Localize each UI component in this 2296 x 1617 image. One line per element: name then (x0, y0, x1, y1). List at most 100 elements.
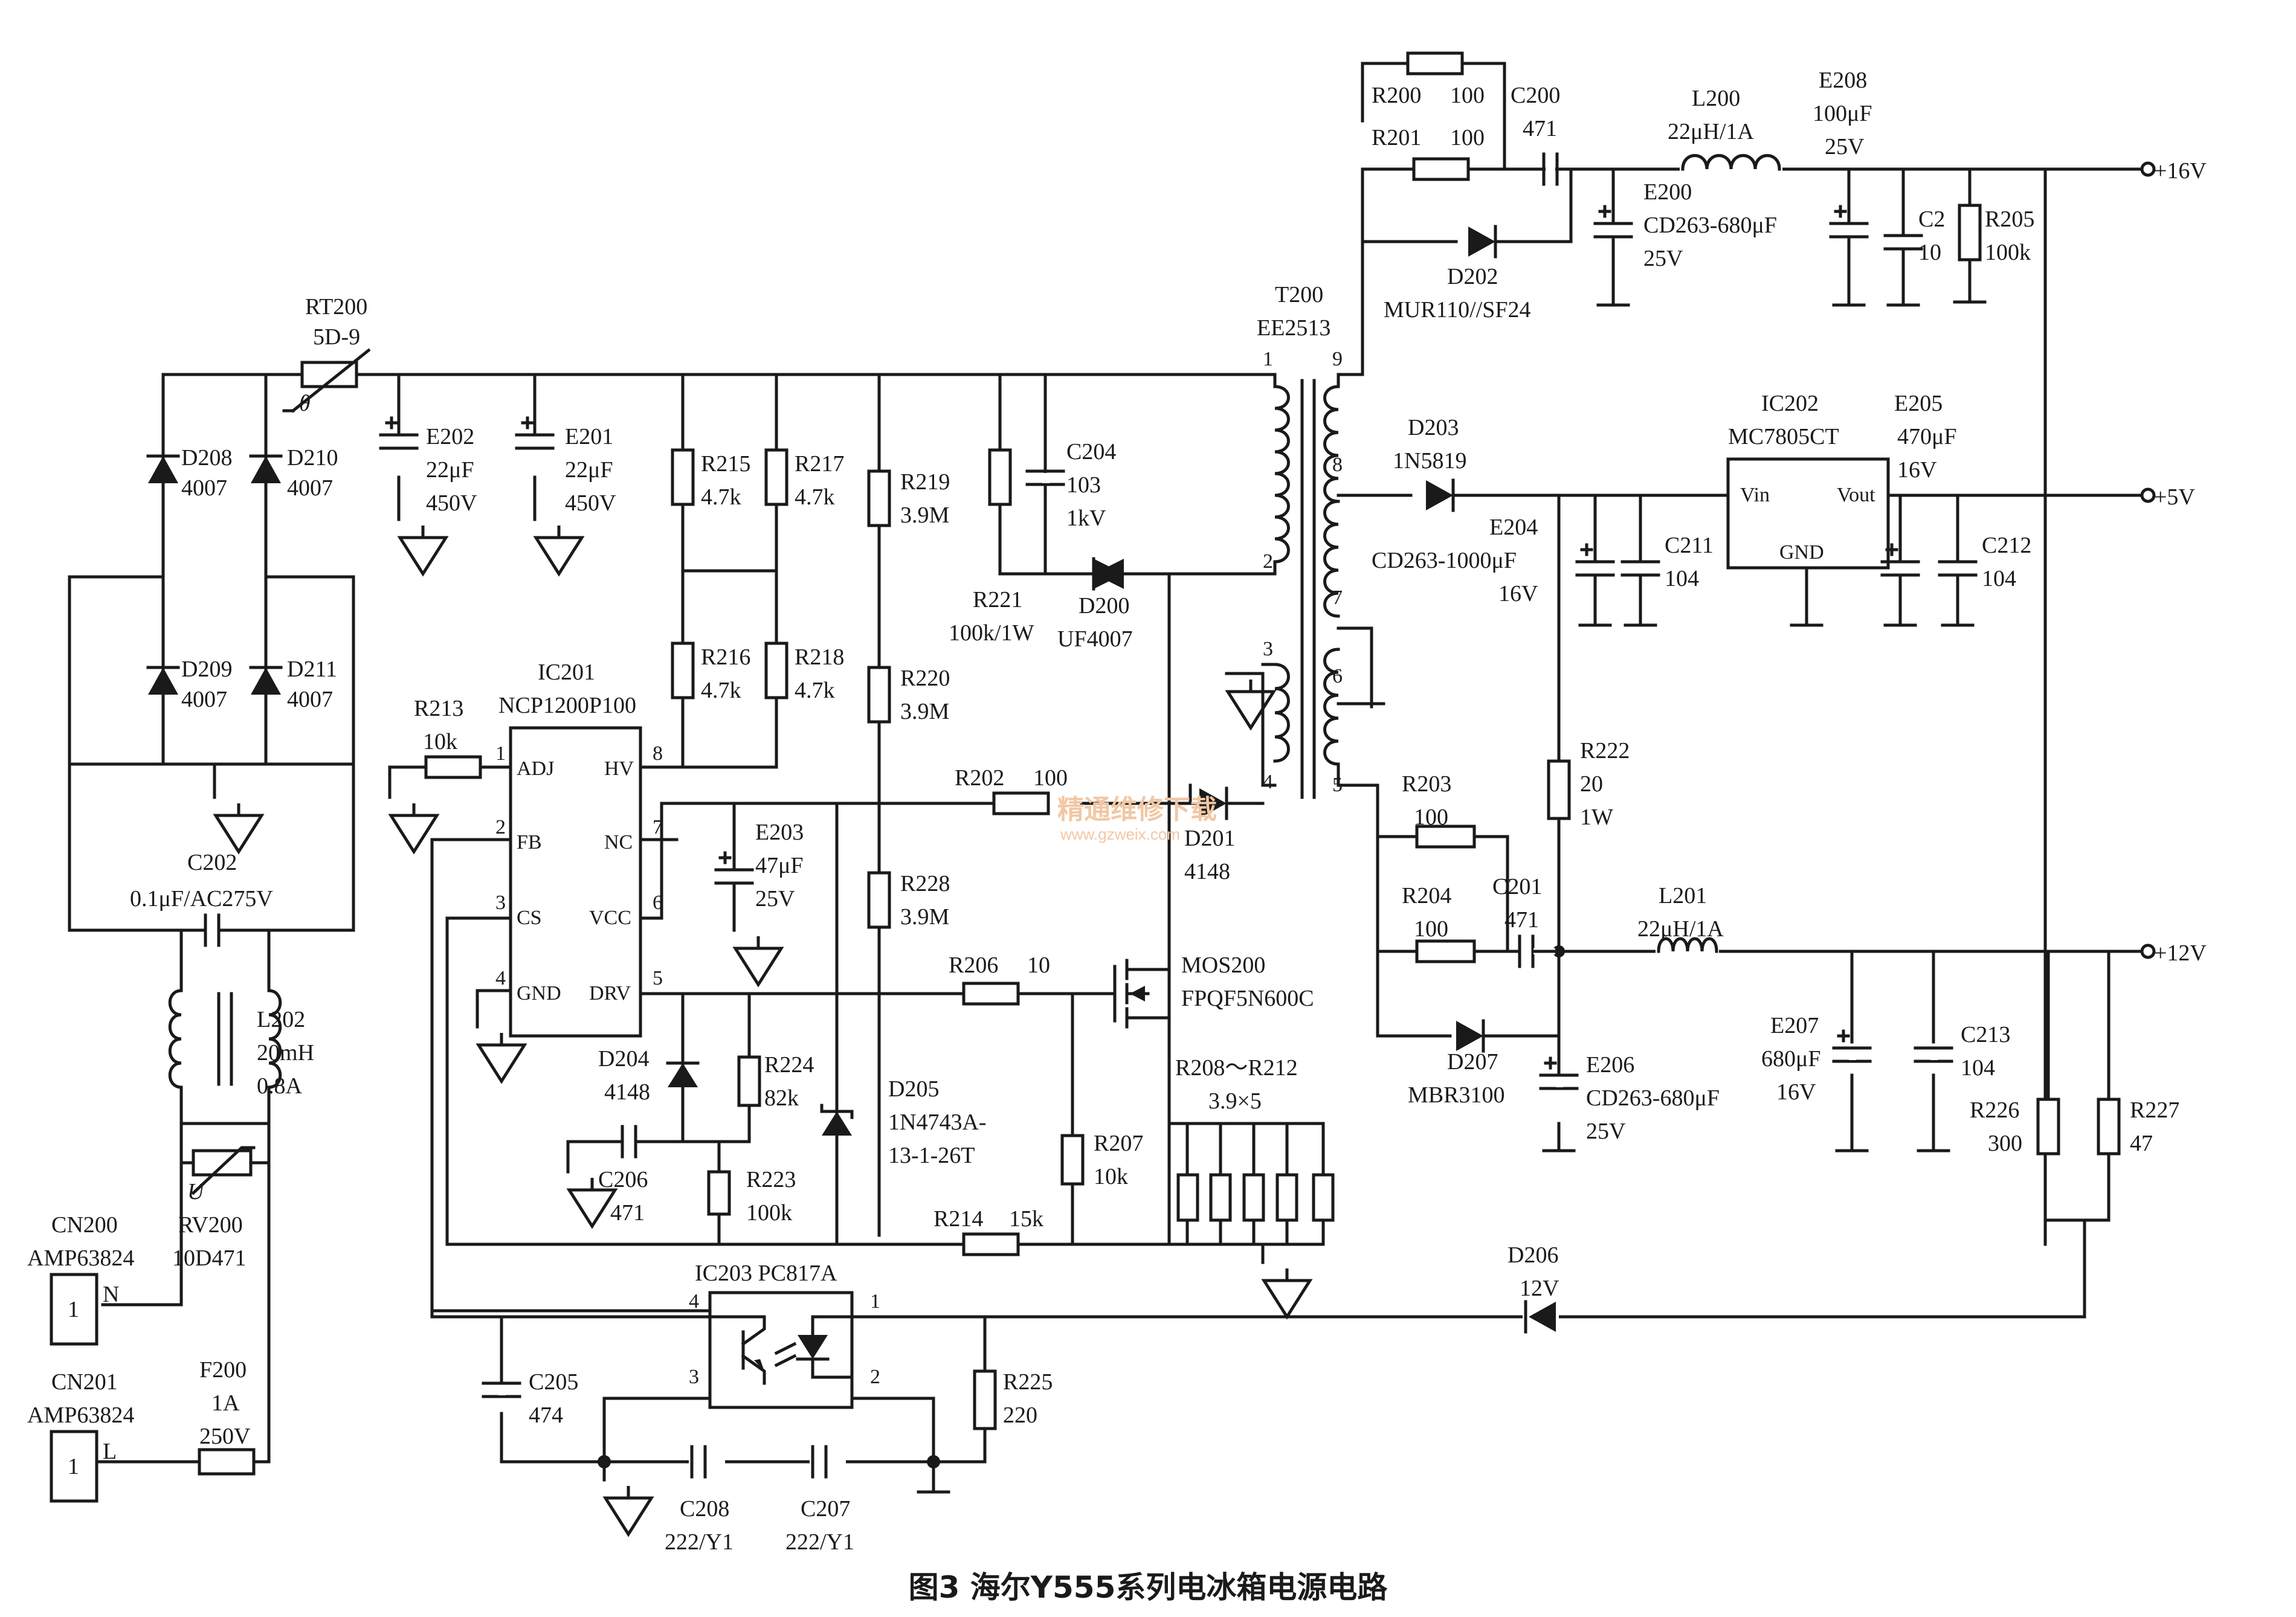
label-r202-ref: R202 (955, 765, 1004, 791)
cap-c207 (810, 1445, 846, 1479)
ground-symbol (605, 1486, 651, 1534)
resistor-r227 (2097, 1098, 2121, 1156)
label-r203-val: 100 (1414, 805, 1448, 830)
resistor-bank-r208-r212 (1176, 1122, 1335, 1246)
label-out-12v: +12V (2154, 940, 2207, 966)
label-c208-val: 222/Y1 (665, 1529, 734, 1555)
label-cn201-pin: 1 (68, 1454, 79, 1479)
label-rt200-theta: θ (299, 391, 311, 416)
label-d208-ref: D208 (181, 445, 232, 471)
label-r215-ref: R215 (701, 451, 750, 477)
label-e204-v1: CD263-1000μF (1372, 548, 1517, 573)
cap-e208 (1829, 191, 1869, 268)
inductor-l202 (168, 989, 282, 1089)
label-r201-ref: R201 (1372, 125, 1421, 150)
label-rt200-ref: RT200 (305, 294, 367, 320)
label-r220-ref: R220 (900, 666, 950, 691)
label-e203-v2: 25V (755, 886, 795, 911)
label-e206-ref: E206 (1586, 1052, 1634, 1078)
label-r223-val: 100k (746, 1200, 792, 1226)
pin-drv: DRV (589, 982, 631, 1005)
t200-pin-6: 6 (1332, 665, 1343, 687)
label-c205-ref: C205 (529, 1369, 578, 1395)
label-c213-val: 104 (1961, 1055, 1995, 1081)
resistor-r213 (424, 755, 482, 779)
diode-d203 (1426, 478, 1455, 512)
labels: RT200 5D-9 θ D208 4007 D210 4007 D209 40… (27, 68, 2207, 1555)
resistor-r200 (1406, 51, 1464, 76)
label-r208-ref: R208～R212 (1175, 1055, 1298, 1081)
label-r221-ref: R221 (973, 587, 1022, 612)
label-e200-v2: 25V (1643, 246, 1683, 271)
terminal-12v (2140, 944, 2156, 959)
mosfet-mos200 (1074, 820, 1171, 1125)
label-c204-v1: 103 (1066, 472, 1101, 498)
diode-d210 (249, 454, 283, 483)
label-c204-v2: 1kV (1066, 506, 1106, 531)
varistor-rv200 (179, 1146, 271, 1195)
label-c204-ref: C204 (1066, 439, 1116, 465)
label-mos200-ref: MOS200 (1181, 953, 1265, 978)
label-e203-ref: E203 (755, 820, 804, 845)
c205-gap (498, 1385, 506, 1395)
label-e202-v1: 22μF (426, 457, 474, 483)
label-r207-val: 10k (1094, 1164, 1128, 1189)
label-d202-ref: D202 (1447, 264, 1498, 289)
ground-symbol (479, 1033, 524, 1081)
diode-d202 (1468, 225, 1497, 259)
label-d201-val: 4148 (1184, 859, 1230, 884)
watermark: 精通维修下载 www.gzweix.com (1057, 794, 1217, 843)
ic202-box (1726, 457, 1890, 570)
label-ic202-vin: Vin (1740, 484, 1770, 506)
label-d202-val: MUR110//SF24 (1384, 297, 1531, 323)
label-d207-ref: D207 (1447, 1049, 1498, 1075)
label-c201-ref: C201 (1492, 874, 1542, 899)
pin-cs: CS (517, 907, 542, 929)
t200-pin-3: 3 (1263, 638, 1273, 660)
cap-c202 (161, 913, 268, 947)
label-c212-ref: C212 (1982, 533, 2031, 558)
cap-e200 (1593, 191, 1633, 268)
r200-r201 (1406, 51, 1470, 181)
fuse-f200 (198, 1448, 256, 1476)
label-e200-v1: CD263-680μF (1643, 213, 1777, 238)
label-out-16v: +16V (2154, 158, 2207, 184)
label-rv200-u: U (187, 1179, 205, 1204)
label-c207-ref: C207 (801, 1496, 850, 1522)
wires (68, 62, 2144, 1494)
label-l201-val: 22μH/1A (1637, 916, 1724, 942)
label-d208-val: 4007 (181, 475, 227, 501)
pin-nc: NC (604, 831, 633, 854)
label-ic203-ref: IC203 PC817A (695, 1261, 837, 1286)
cap-c211 (1620, 542, 1660, 606)
c204-gap (1042, 473, 1050, 483)
resistor-r210 (1242, 1173, 1265, 1222)
pin-num-2: 2 (495, 816, 506, 838)
label-r207-ref: R207 (1094, 1131, 1143, 1156)
hv-caps (379, 416, 555, 450)
label-r203-ref: R203 (1402, 771, 1451, 797)
label-cn201-ref: CN201 (51, 1369, 118, 1395)
e207-gap (1849, 1050, 1856, 1060)
label-c200-val: 471 (1523, 116, 1557, 141)
cap-e205 (1880, 542, 1920, 606)
terminal-16v (2140, 161, 2156, 177)
label-e201-v2: 450V (565, 490, 616, 516)
t200-pin-2: 2 (1263, 550, 1273, 573)
resistor-r216 (671, 641, 695, 699)
resistor-r211 (1275, 1173, 1298, 1222)
pin-num-8: 8 (653, 742, 663, 765)
ground-symbol (536, 526, 582, 574)
cap-e206 (1539, 1056, 1579, 1090)
label-t200-ref: T200 (1275, 282, 1323, 307)
label-e204-ref: E204 (1489, 515, 1538, 540)
label-l200-val: 22μH/1A (1668, 119, 1754, 144)
label-c206-ref: C206 (598, 1167, 648, 1192)
diode-d200-body (1092, 557, 1124, 591)
label-r224-ref: R224 (764, 1052, 814, 1078)
label-c2-val: 10 (1918, 240, 1941, 265)
bridge-diodes (146, 454, 283, 695)
diode-d211 (249, 666, 283, 695)
label-d209-ref: D209 (181, 657, 232, 682)
